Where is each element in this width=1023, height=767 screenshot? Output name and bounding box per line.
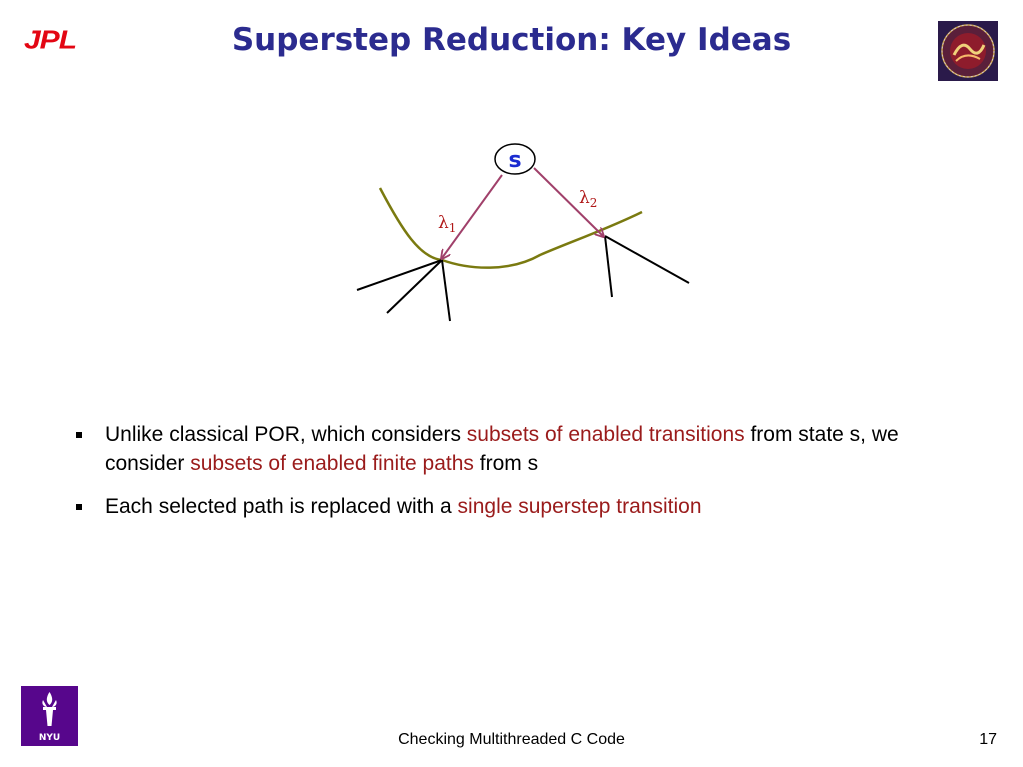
state-label: s: [508, 148, 521, 173]
svg-text:NYU: NYU: [39, 733, 60, 743]
slide-title: Superstep Reduction: Key Ideas: [231, 22, 792, 58]
bullet-list: Unlike classical POR, which considers su…: [76, 420, 976, 535]
path-label-lambda-1: λ1: [438, 213, 456, 235]
superstep-diagram: s λ1 λ2: [356, 143, 690, 322]
frontier-curve: [378, 187, 643, 269]
branch-line: [386, 259, 443, 314]
page-number: 17: [979, 731, 997, 748]
conference-logo-icon: [938, 21, 998, 81]
jpl-logo: JPL: [24, 26, 77, 55]
bullet-item: Each selected path is replaced with a si…: [76, 492, 976, 521]
state-node: [494, 143, 536, 175]
path-arrow-lambda-1: [442, 174, 503, 258]
branch-line: [604, 235, 690, 284]
footer-caption: Checking Multithreaded C Code: [398, 731, 625, 748]
branch-line: [604, 235, 613, 298]
bullet-item: Unlike classical POR, which considers su…: [76, 420, 976, 478]
bullet-icon: [76, 432, 82, 438]
nyu-logo-icon: NYU: [21, 686, 78, 746]
bullet-icon: [76, 504, 82, 510]
branch-line: [356, 259, 443, 291]
branch-line: [441, 259, 451, 322]
path-arrow-lambda-2: [533, 167, 603, 236]
path-label-lambda-2: λ2: [579, 188, 597, 210]
